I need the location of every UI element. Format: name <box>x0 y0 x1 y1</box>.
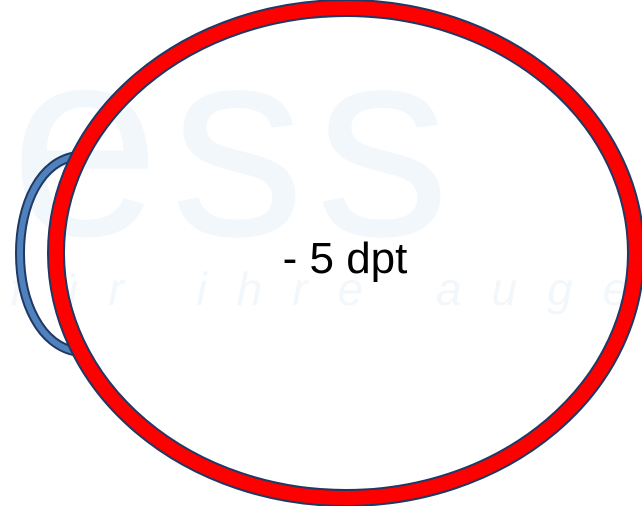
power-label: - 5 dpt <box>200 224 490 294</box>
